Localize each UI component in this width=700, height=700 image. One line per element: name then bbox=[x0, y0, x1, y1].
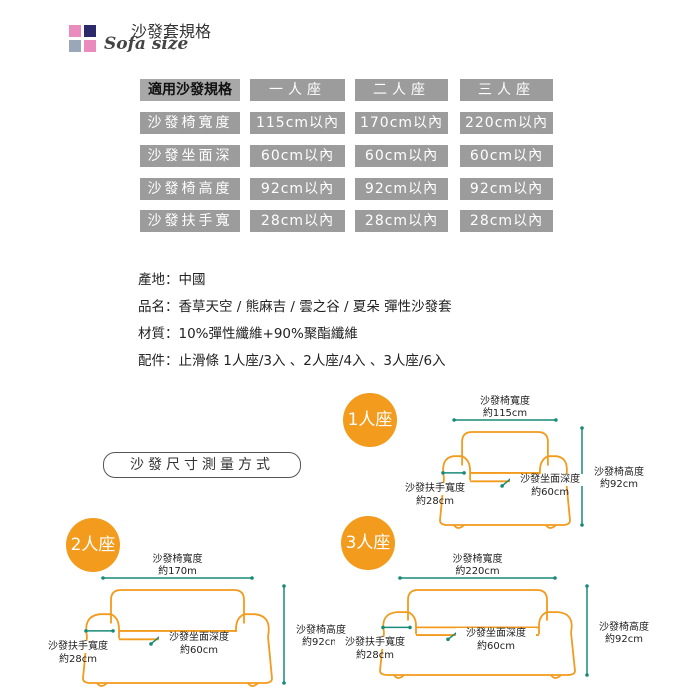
table-cell: 220cm以內 bbox=[460, 112, 553, 134]
table-cell: 沙發椅高度 bbox=[140, 178, 240, 200]
table-cell: 沙發坐面深度 bbox=[140, 145, 240, 186]
sofa-outline bbox=[442, 455, 471, 481]
width-value: 約170m bbox=[158, 566, 197, 577]
table-cell: 沙發扶手寬度 bbox=[140, 210, 240, 251]
sofa-outline bbox=[538, 611, 573, 635]
depth-label: 沙發坐面深度 bbox=[510, 473, 591, 486]
depth-label: 沙發坐面深度 bbox=[159, 631, 239, 644]
arm-label: 沙發扶手寬度 bbox=[335, 636, 415, 649]
table-header-cell: 適用沙發規格 bbox=[140, 79, 240, 101]
title-en: Sofa size bbox=[104, 34, 189, 54]
logo-square bbox=[84, 40, 96, 52]
depth-value: 約60cm bbox=[180, 644, 218, 656]
table-cell: 28cm以內 bbox=[250, 210, 345, 232]
arm-value: 約28cm bbox=[356, 649, 394, 661]
height-value: 約92cm bbox=[302, 637, 340, 649]
height-label: 沙發椅高度 bbox=[599, 622, 649, 634]
height-value: 約92cm bbox=[605, 634, 643, 646]
info-line: 材質：10%彈性纖維+90%聚酯纖維 bbox=[138, 326, 358, 342]
logo-square bbox=[69, 25, 81, 37]
table-cell: 28cm以內 bbox=[460, 210, 553, 232]
arm-value: 約28cm bbox=[59, 654, 97, 666]
table-cell: 28cm以內 bbox=[355, 210, 448, 232]
logo-square bbox=[69, 40, 81, 52]
sofa-outline bbox=[82, 636, 273, 684]
width-value: 約220cm bbox=[455, 566, 500, 577]
info-line: 產地：中國 bbox=[138, 272, 206, 288]
seat-badge: 1人座 bbox=[343, 393, 397, 447]
sofa-outline bbox=[382, 611, 417, 635]
table-cell: 92cm以內 bbox=[250, 178, 345, 200]
table-cell: 60cm以內 bbox=[250, 145, 345, 167]
depth-value: 約60cm bbox=[477, 641, 515, 653]
logo-square bbox=[84, 25, 96, 37]
sofa-outline bbox=[110, 589, 245, 624]
width-label: 沙發椅寬度 bbox=[480, 396, 530, 407]
width-label: 沙發椅寬度 bbox=[452, 554, 503, 565]
sofa-outline bbox=[379, 632, 576, 676]
table-cell: 92cm以內 bbox=[460, 178, 553, 200]
seat-badge: 2人座 bbox=[66, 518, 120, 572]
info-line: 品名：香草天空 / 熊麻吉 / 雲之谷 / 夏朵 彈性沙發套 bbox=[138, 299, 452, 315]
info-line: 配件：止滑條 1人座/3入 、2人座/4入 、3人座/6入 bbox=[138, 353, 446, 369]
depth-value: 約60cm bbox=[531, 486, 570, 498]
sofa-outline bbox=[539, 455, 568, 481]
title-zh: 沙發套規格 bbox=[131, 22, 212, 41]
sofa-outline bbox=[235, 613, 270, 639]
height-value: 約92cm bbox=[600, 479, 638, 491]
sofa-outline bbox=[461, 431, 549, 466]
width-value: 約115cm bbox=[482, 408, 528, 419]
arm-value: 約28cm bbox=[416, 496, 454, 508]
arm-label: 沙發扶手寬度 bbox=[38, 641, 118, 654]
height-label: 沙發椅高度 bbox=[296, 625, 346, 637]
sofa-outline bbox=[439, 478, 571, 526]
seat-badge: 3人座 bbox=[341, 516, 395, 570]
depth-label: 沙發坐面深度 bbox=[456, 628, 536, 641]
sofa-outline bbox=[393, 674, 562, 679]
sofa-outline bbox=[96, 682, 259, 687]
arm-label: 沙發扶手寬度 bbox=[395, 483, 475, 496]
table-cell: 92cm以內 bbox=[355, 178, 448, 200]
table-cell: 沙發椅寬度 bbox=[140, 112, 240, 134]
sofa-outline bbox=[453, 524, 557, 529]
sofa-outline bbox=[85, 613, 120, 639]
table-cell: 60cm以內 bbox=[460, 145, 553, 167]
width-label: 沙發椅寬度 bbox=[152, 554, 203, 565]
table-cell: 60cm以內 bbox=[355, 145, 448, 167]
table-cell: 115cm以內 bbox=[250, 112, 345, 134]
measure-title: 沙發尺寸測量方式 bbox=[103, 452, 301, 478]
sofa-outline bbox=[407, 589, 548, 621]
height-label: 沙發椅高度 bbox=[594, 467, 644, 479]
table-header-cell: 三人座 bbox=[460, 79, 553, 101]
table-header-cell: 二人座 bbox=[355, 79, 448, 101]
table-cell: 170cm以內 bbox=[355, 112, 448, 134]
table-header-cell: 一人座 bbox=[250, 79, 345, 101]
